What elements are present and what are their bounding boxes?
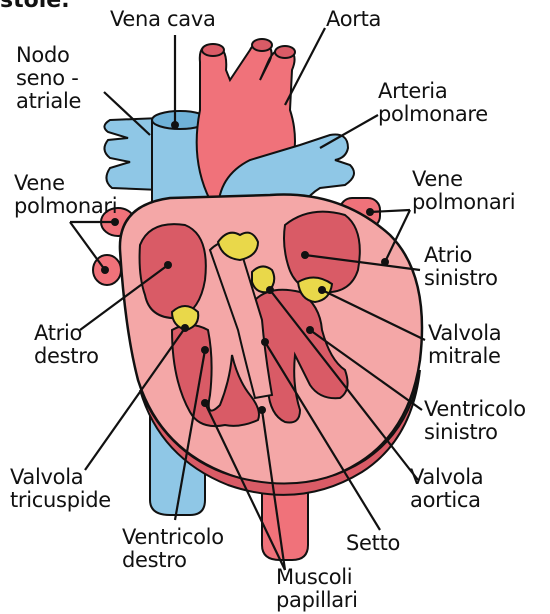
label-atrio-sinistro: Atriosinistro [424,244,498,290]
label-arteria-polmonare: Arteriapolmonare [378,80,488,126]
label-setto: Setto [346,532,400,555]
label-ventricolo-destro: Ventricolodestro [122,526,224,572]
label-vene-polmonari-right: Venepolmonari [412,168,515,214]
label-atrio-destro: Atriodestro [34,322,99,368]
aorta-branch-1 [202,44,224,56]
right-atrium-chamber [140,224,206,318]
label-ventricolo-sinistro: Ventricolosinistro [424,398,526,444]
aorta-branch-2 [252,39,272,51]
label-nodo-seno-atriale: Nodoseno -atriale [16,44,81,113]
label-muscoli-papillari: Muscolipapillari [276,566,358,612]
label-valvola-aortica: Valvolaaortica [410,466,483,512]
label-vene-polmonari-left: Venepolmonari [14,172,117,218]
label-aorta: Aorta [326,8,381,31]
label-valvola-tricuspide: Valvolatricuspide [10,466,111,512]
label-valvola-mitrale: Valvolamitrale [428,322,501,368]
label-vena-cava: Vena cava [110,8,216,31]
aorta-branch-3 [275,46,295,58]
